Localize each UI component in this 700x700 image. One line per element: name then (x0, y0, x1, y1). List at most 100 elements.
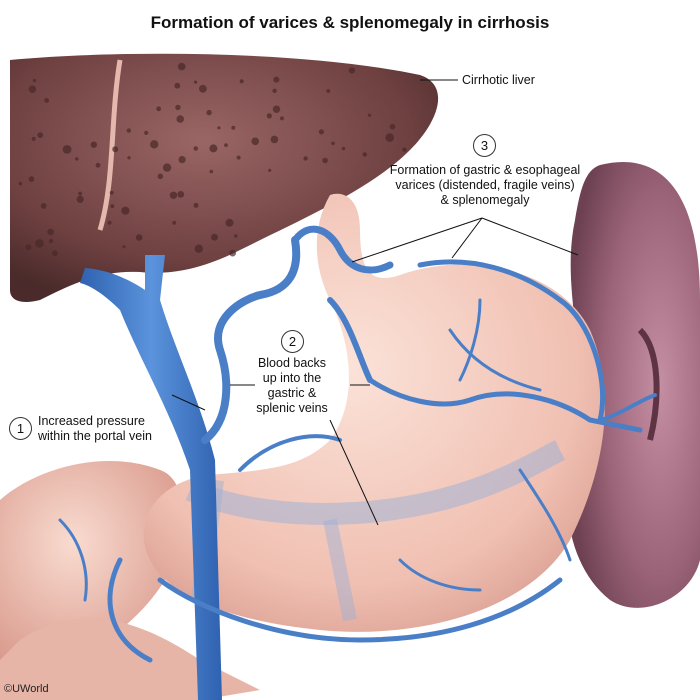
step3-line3: & splenomegaly (440, 193, 530, 207)
liver-nodule (48, 238, 54, 244)
liver-nodule (109, 190, 114, 195)
liver-nodule (251, 137, 259, 146)
liver-nodule (76, 195, 84, 203)
liver-nodule (280, 116, 284, 121)
liver-nodule (209, 144, 218, 153)
step2-number: 2 (281, 330, 304, 353)
liver-nodule (322, 157, 328, 164)
varices-network (58, 225, 657, 663)
liver-nodule (28, 85, 37, 93)
step2-line4: splenic veins (256, 401, 328, 415)
step3-line1: Formation of gastric & esophageal (389, 163, 581, 177)
step2-label: Blood backs up into the gastric & spleni… (247, 356, 337, 416)
liver-nodule (169, 191, 178, 199)
liver-nodule (122, 245, 126, 249)
leader-lines (171, 79, 579, 526)
duodenum (0, 461, 260, 700)
step2-line3: gastric & (267, 386, 317, 400)
liver-nodule (402, 147, 407, 152)
liver-nodule (273, 76, 280, 83)
step1-label: Increased pressure within the portal vei… (38, 414, 152, 444)
liver-nodule (362, 152, 367, 157)
liver-nodule (193, 146, 199, 151)
liver-nodule (194, 80, 198, 84)
liver-label: Cirrhotic liver (462, 73, 535, 87)
liver-nodule (35, 239, 44, 248)
liver-nodule (341, 146, 346, 151)
step2-line1: Blood backs (257, 356, 327, 370)
liver-nodule (178, 156, 186, 164)
liver-nodule (78, 191, 83, 196)
liver-nodule (270, 135, 279, 144)
liver-nodule (126, 128, 131, 133)
liver-nodule (236, 155, 241, 160)
liver-nodule (25, 244, 32, 251)
liver-nodule (194, 244, 203, 253)
liver-nodule (211, 233, 218, 241)
step3-label: Formation of gastric & esophageal varice… (360, 163, 610, 208)
liver-nodule (75, 157, 79, 161)
liver-nodule (224, 143, 228, 148)
liver-nodule (28, 176, 35, 182)
liver-nodule (199, 84, 207, 93)
liver-nodule (326, 89, 331, 93)
step3-line2: varices (distended, fragile veins) (395, 178, 575, 192)
liver-nodule (367, 113, 372, 117)
liver-nodule (177, 62, 186, 71)
liver-nodule (206, 109, 212, 116)
step1-line1: Increased pressure (38, 414, 146, 428)
liver-nodule (127, 156, 131, 160)
liver-nodule (303, 156, 308, 161)
cirrhotic-liver (10, 53, 439, 302)
liver-nodule (239, 79, 244, 84)
liver-nodule (162, 163, 172, 172)
liver-nodule (266, 113, 272, 119)
portal-vein (80, 255, 222, 700)
liver-nodule (44, 98, 50, 103)
liver-nodule (176, 115, 184, 123)
liver-nodule (48, 230, 52, 235)
step1-line2: within the portal vein (38, 429, 152, 443)
liver-nodule (234, 234, 238, 238)
liver-nodule (318, 129, 324, 135)
liver-nodule (389, 123, 396, 130)
liver-nodule (175, 104, 181, 111)
liver-nodule (52, 250, 58, 257)
liver-nodule (268, 168, 272, 172)
liver-nodule (121, 206, 130, 215)
liver-nodule (37, 132, 44, 139)
liver-nodule (33, 78, 37, 83)
step3-number: 3 (473, 134, 496, 157)
liver-nodule (144, 130, 149, 135)
liver-nodule (150, 140, 159, 149)
liver-nodule (217, 126, 221, 130)
liver-nodule (231, 125, 236, 130)
liver-nodule (385, 133, 395, 142)
figure-title: Formation of varices & splenomegaly in c… (150, 13, 550, 32)
liver-nodule (209, 169, 214, 174)
liver-nodule (156, 106, 162, 112)
liver-nodule (331, 141, 335, 146)
liver-nodule (31, 136, 36, 141)
liver-nodule (272, 105, 281, 113)
liver-nodule (193, 202, 199, 208)
liver-nodule (62, 145, 72, 154)
liver-nodule (135, 234, 143, 241)
liver-nodule (110, 204, 115, 209)
liver-nodule (18, 181, 23, 186)
step1-number: 1 (9, 417, 32, 440)
liver-nodule (177, 191, 185, 198)
liver-nodule (107, 220, 112, 225)
step2-line2: up into the (262, 371, 322, 385)
liver-nodule (90, 141, 98, 148)
liver-nodule (229, 249, 237, 257)
liver-nodule (157, 173, 164, 180)
liver-nodule (225, 218, 234, 227)
spleen (566, 161, 700, 608)
liver-nodule (112, 146, 119, 153)
liver-nodule (40, 203, 47, 209)
liver-nodule (95, 162, 101, 168)
liver-nodule (272, 88, 277, 94)
copyright: ©UWorld (4, 683, 49, 695)
